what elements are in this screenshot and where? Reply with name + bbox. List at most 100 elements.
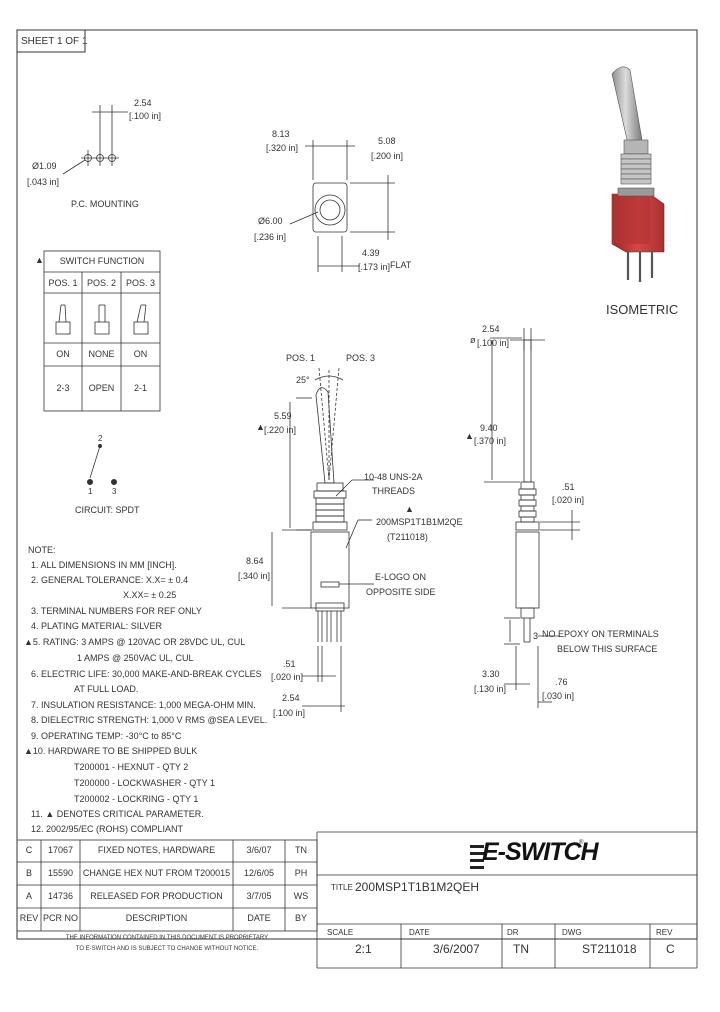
rev-header-desc: DESCRIPTION (125, 913, 188, 923)
side-logo2: OPPOSITE SIDE (366, 587, 436, 597)
side-pin-in: [.020 in] (271, 672, 304, 682)
disclaimer-line-2: TO E-SWITCH AND IS SUBJECT TO CHANGE WIT… (75, 946, 259, 952)
right-nut-in: [.020 in] (552, 495, 585, 505)
dr-label: DR (507, 928, 519, 937)
side-view (271, 367, 374, 712)
switch-state-pos1: ON (56, 349, 70, 359)
brand-name: E-SWITCH (482, 838, 599, 866)
note-14: T200001 - HEXNUT - QTY 2 (74, 762, 189, 772)
note-1: 1. ALL DIMENSIONS IN MM [INCH]. (31, 560, 177, 570)
right-pitch-mm: 2.54 (482, 324, 500, 334)
side-part-no: 200MSP1T1B1M2QE (376, 517, 463, 527)
front-flat-in: [.173 in] (358, 262, 391, 272)
side-thread: 10-48 UNS-2A (364, 472, 423, 482)
circuit-terminal-1: 1 (88, 487, 93, 496)
note-5: 4. PLATING MATERIAL: SILVER (31, 621, 163, 631)
front-height-in: [.200 in] (371, 151, 404, 161)
side-lever-in: [.220 in] (264, 425, 297, 435)
switch-contact-pos2: OPEN (88, 383, 115, 393)
right-tail-in: [.030 in] (542, 691, 575, 701)
right-lever-marker: ▲ (465, 431, 474, 441)
note-3: X.XX= ± 0.25 (123, 590, 177, 600)
side-lever-mm: 5.59 (274, 411, 292, 421)
side-body-mm: 8.64 (246, 556, 264, 566)
pc-pitch-mm: 2.54 (134, 98, 152, 108)
date-label: DATE (409, 928, 430, 937)
circuit-terminal-3: 3 (112, 487, 117, 496)
sheet-label-box (16, 29, 86, 53)
note-4: 3. TERMINAL NUMBERS FOR REF ONLY (31, 606, 202, 616)
rev-row-1-by: TN (295, 845, 307, 855)
right-view (484, 328, 580, 708)
dwg-value: ST211018 (582, 942, 637, 956)
front-width-in: [.320 in] (266, 143, 299, 153)
rev-row-1-rev: C (25, 845, 33, 855)
note-18: 12. 2002/95/EC (ROHS) COMPLIANT (31, 824, 184, 834)
rev-row-3-date: 3/7/05 (246, 891, 272, 901)
title-block (316, 831, 698, 969)
rev-row-2-by: PH (294, 868, 308, 878)
side-logo1: E-LOGO ON (375, 572, 427, 582)
rev-label: REV (656, 928, 673, 937)
date-value: 3/6/2007 (433, 942, 480, 956)
right-term-mm: 3.30 (482, 669, 500, 679)
switch-header-pos1: POS. 1 (48, 278, 78, 288)
side-pos3: POS. 3 (346, 353, 376, 363)
pc-hole-mm: Ø1.09 (32, 161, 57, 171)
note-10: 7. INSULATION RESISTANCE: 1,000 MEGA-OHM… (31, 700, 256, 710)
note-15: T200000 - LOCKWASHER - QTY 1 (74, 778, 216, 788)
rev-row-2-pcr: 15590 (47, 868, 74, 878)
switch-function-marker: ▲ (35, 255, 44, 265)
switch-contact-pos3: 2-1 (133, 383, 147, 393)
note-11: 8. DIELECTRIC STRENGTH: 1,000 V RMS @SEA… (31, 715, 268, 725)
switch-position-icons (55, 304, 149, 335)
rev-header-pcr: PCR NO (42, 913, 78, 923)
pc-mounting-title: P.C. MOUNTING (71, 199, 139, 209)
side-pos1: POS. 1 (286, 353, 316, 363)
isometric-label: ISOMETRIC (606, 302, 679, 317)
switch-header-pos2: POS. 2 (86, 278, 116, 288)
pc-hole-in: [.043 in] (27, 177, 60, 187)
pc-mounting-view (62, 105, 128, 175)
brand-mark: ® (579, 840, 584, 846)
rev-header-date: DATE (247, 913, 271, 923)
rev-row-1-pcr: 17067 (47, 845, 74, 855)
side-angle: 25° (296, 375, 310, 385)
side-pin-mm: .51 (283, 659, 296, 669)
note-17: 11. ▲ DENOTES CRITICAL PARAMETER. (31, 809, 204, 819)
right-nut-mm: .51 (562, 482, 575, 492)
rev-row-3-by: WS (293, 891, 309, 901)
front-flat-label: FLAT (390, 260, 412, 270)
switch-function-table (43, 250, 161, 412)
note-8: 6. ELECTRIC LIFE: 30,000 MAKE-AND-BREAK … (31, 669, 262, 679)
side-lever-marker: ▲ (256, 422, 265, 432)
scale-value: 2:1 (355, 942, 372, 956)
front-width-mm: 8.13 (272, 129, 290, 139)
switch-function-title: SWITCH FUNCTION (59, 256, 145, 266)
right-tail-mm: .76 (555, 677, 568, 687)
side-part-code: (T211018) (387, 532, 428, 542)
front-view (289, 140, 395, 272)
rev-row-1-date: 3/6/07 (246, 845, 272, 855)
pc-pitch-in: [.100 in] (129, 111, 162, 121)
rev-row-2-date: 12/6/05 (243, 868, 275, 878)
side-pitch-mm: 2.54 (282, 693, 300, 703)
switch-state-pos3: ON (133, 349, 148, 359)
dwg-label: DWG (562, 928, 582, 937)
right-phi: ø (470, 335, 476, 345)
switch-state-pos2: NONE (88, 349, 115, 359)
note-16: T200002 - LOCKRING - QTY 1 (74, 794, 199, 804)
isometric-view (611, 66, 665, 282)
rev-value: C (666, 942, 675, 956)
side-part-marker: ▲ (405, 504, 414, 514)
circuit-title: CIRCUIT: SPDT (75, 505, 140, 515)
side-thread2: THREADS (372, 486, 416, 496)
rev-row-3-desc: RELEASED FOR PRODUCTION (90, 891, 223, 901)
note-0: NOTE: (28, 545, 56, 555)
right-pin-marker: 3 (533, 631, 539, 641)
right-epoxy2: BELOW THIS SURFACE (557, 644, 658, 654)
rev-header-by: BY (294, 913, 307, 923)
switch-contact-pos1: 2-3 (56, 383, 70, 393)
note-12: 9. OPERATING TEMP: -30°C to 85°C (31, 731, 182, 741)
